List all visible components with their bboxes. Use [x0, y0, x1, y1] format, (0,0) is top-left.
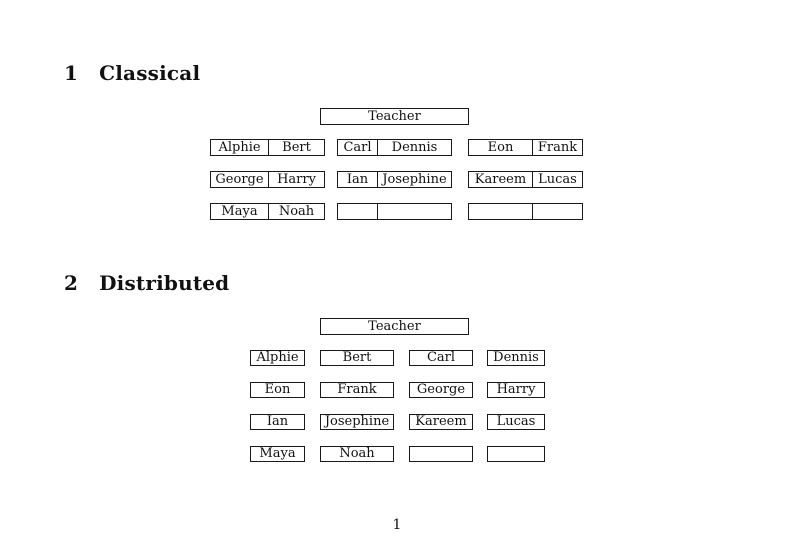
seat-box: Harry — [487, 382, 545, 398]
seat-box: Lucas — [487, 414, 545, 430]
desk: Alphie Bert — [210, 139, 325, 156]
seat: Maya — [221, 204, 258, 219]
section-title: Distributed — [99, 271, 230, 295]
desk: Carl Dennis — [337, 139, 452, 156]
section-heading-classical: 1 Classical — [64, 61, 200, 85]
seat: Eon — [487, 140, 514, 155]
seat: Alphie — [218, 140, 261, 155]
seat-box: Alphie — [250, 350, 305, 366]
seat: Lucas — [532, 172, 582, 187]
seat-box: Carl — [409, 350, 473, 366]
seat: Carl — [343, 140, 372, 155]
section-heading-distributed: 2 Distributed — [64, 271, 229, 295]
desk: George Harry — [210, 171, 325, 188]
seat-box: Dennis — [487, 350, 545, 366]
seat-box-empty — [487, 446, 545, 462]
seat-box: Frank — [320, 382, 394, 398]
desk-empty — [337, 203, 452, 220]
desk-empty — [468, 203, 583, 220]
desk: Kareem Lucas — [468, 171, 583, 188]
seat-box: Kareem — [409, 414, 473, 430]
teacher-box: Teacher — [320, 108, 469, 125]
teacher-label: Teacher — [368, 319, 421, 334]
seat: Dennis — [377, 140, 451, 155]
seat-box: Eon — [250, 382, 305, 398]
seat: Harry — [268, 172, 324, 187]
seat — [469, 204, 532, 219]
seat: Josephine — [377, 172, 451, 187]
seat-box: Maya — [250, 446, 305, 462]
seat-box: Josephine — [320, 414, 394, 430]
seat — [532, 204, 582, 219]
section-number: 2 — [64, 271, 79, 295]
seat: Bert — [268, 140, 324, 155]
seat: Ian — [346, 172, 369, 187]
teacher-box: Teacher — [320, 318, 469, 335]
seat: Kareem — [474, 172, 527, 187]
seat-box: Bert — [320, 350, 394, 366]
desk: Maya Noah — [210, 203, 325, 220]
seat: Frank — [532, 140, 582, 155]
seat — [338, 204, 377, 219]
desk: Eon Frank — [468, 139, 583, 156]
seat-box: Ian — [250, 414, 305, 430]
seat-box: George — [409, 382, 473, 398]
desk: Ian Josephine — [337, 171, 452, 188]
seat: Noah — [268, 204, 324, 219]
seat: George — [215, 172, 264, 187]
seat-box-empty — [409, 446, 473, 462]
seat — [377, 204, 451, 219]
teacher-label: Teacher — [368, 109, 421, 124]
section-title: Classical — [99, 61, 201, 85]
page-number: 1 — [392, 517, 402, 533]
section-number: 1 — [64, 61, 79, 85]
seat-box: Noah — [320, 446, 394, 462]
